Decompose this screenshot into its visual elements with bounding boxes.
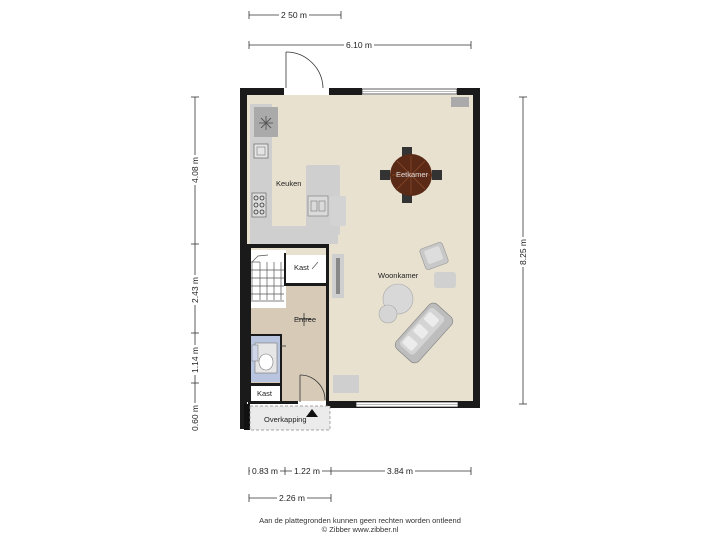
- stove-icon: [251, 192, 267, 218]
- dim-top-610: 6.10 m: [344, 40, 374, 50]
- disclaimer-text: Aan de plattegronden kunnen geen rechten…: [259, 516, 461, 525]
- room-label-kast-upper: Kast: [294, 263, 310, 272]
- armchair: [419, 242, 449, 270]
- dim-left-060: 0.60 m: [190, 403, 200, 433]
- dim-right-825: 8.25 m: [518, 237, 528, 267]
- dim-left-408: 4.08 m: [190, 155, 200, 185]
- fan-icon: [259, 116, 273, 130]
- room-label-entree: Entree: [294, 315, 317, 324]
- dim-bottom-384: 3.84 m: [385, 466, 415, 476]
- corner-cabinet: [451, 97, 469, 107]
- stairs-area: [250, 250, 286, 308]
- sink-icon: [253, 143, 269, 159]
- shoe-cabinet: [333, 375, 359, 393]
- dim-bottom-122: 1.22 m: [292, 466, 322, 476]
- sofa: [394, 302, 454, 364]
- ottoman: [434, 272, 456, 288]
- dim-left-114: 1.14 m: [190, 345, 200, 375]
- room-label-overkapping: Overkapping: [264, 415, 307, 424]
- kast-lower-floor: [250, 386, 280, 401]
- overkapping-area: [249, 405, 331, 431]
- dim-bottom-226: 2.26 m: [277, 493, 307, 503]
- room-label-kast-lower: Kast: [257, 389, 273, 398]
- porch-wall: [244, 404, 250, 430]
- stairs: [250, 254, 284, 302]
- entrance-arrow-icon: [306, 409, 318, 417]
- side-table: [378, 304, 398, 324]
- copyright-text: © Zibber www.zibber.nl: [321, 525, 399, 534]
- room-label-woonkamer: Woonkamer: [378, 271, 419, 280]
- tv-screen: [336, 258, 340, 294]
- room-label-eetkamer: Eetkamer: [396, 170, 429, 179]
- dim-top-250: 2 50 m: [279, 10, 309, 20]
- kitchen-chair: [330, 196, 346, 226]
- dim-bottom-083: 0.83 m: [250, 466, 280, 476]
- doors: [280, 51, 326, 402]
- room-label-keuken: Keuken: [276, 179, 302, 188]
- dining-table: [380, 147, 442, 203]
- dim-left-243: 2.43 m: [190, 275, 200, 305]
- kast-upper-floor: [286, 255, 326, 283]
